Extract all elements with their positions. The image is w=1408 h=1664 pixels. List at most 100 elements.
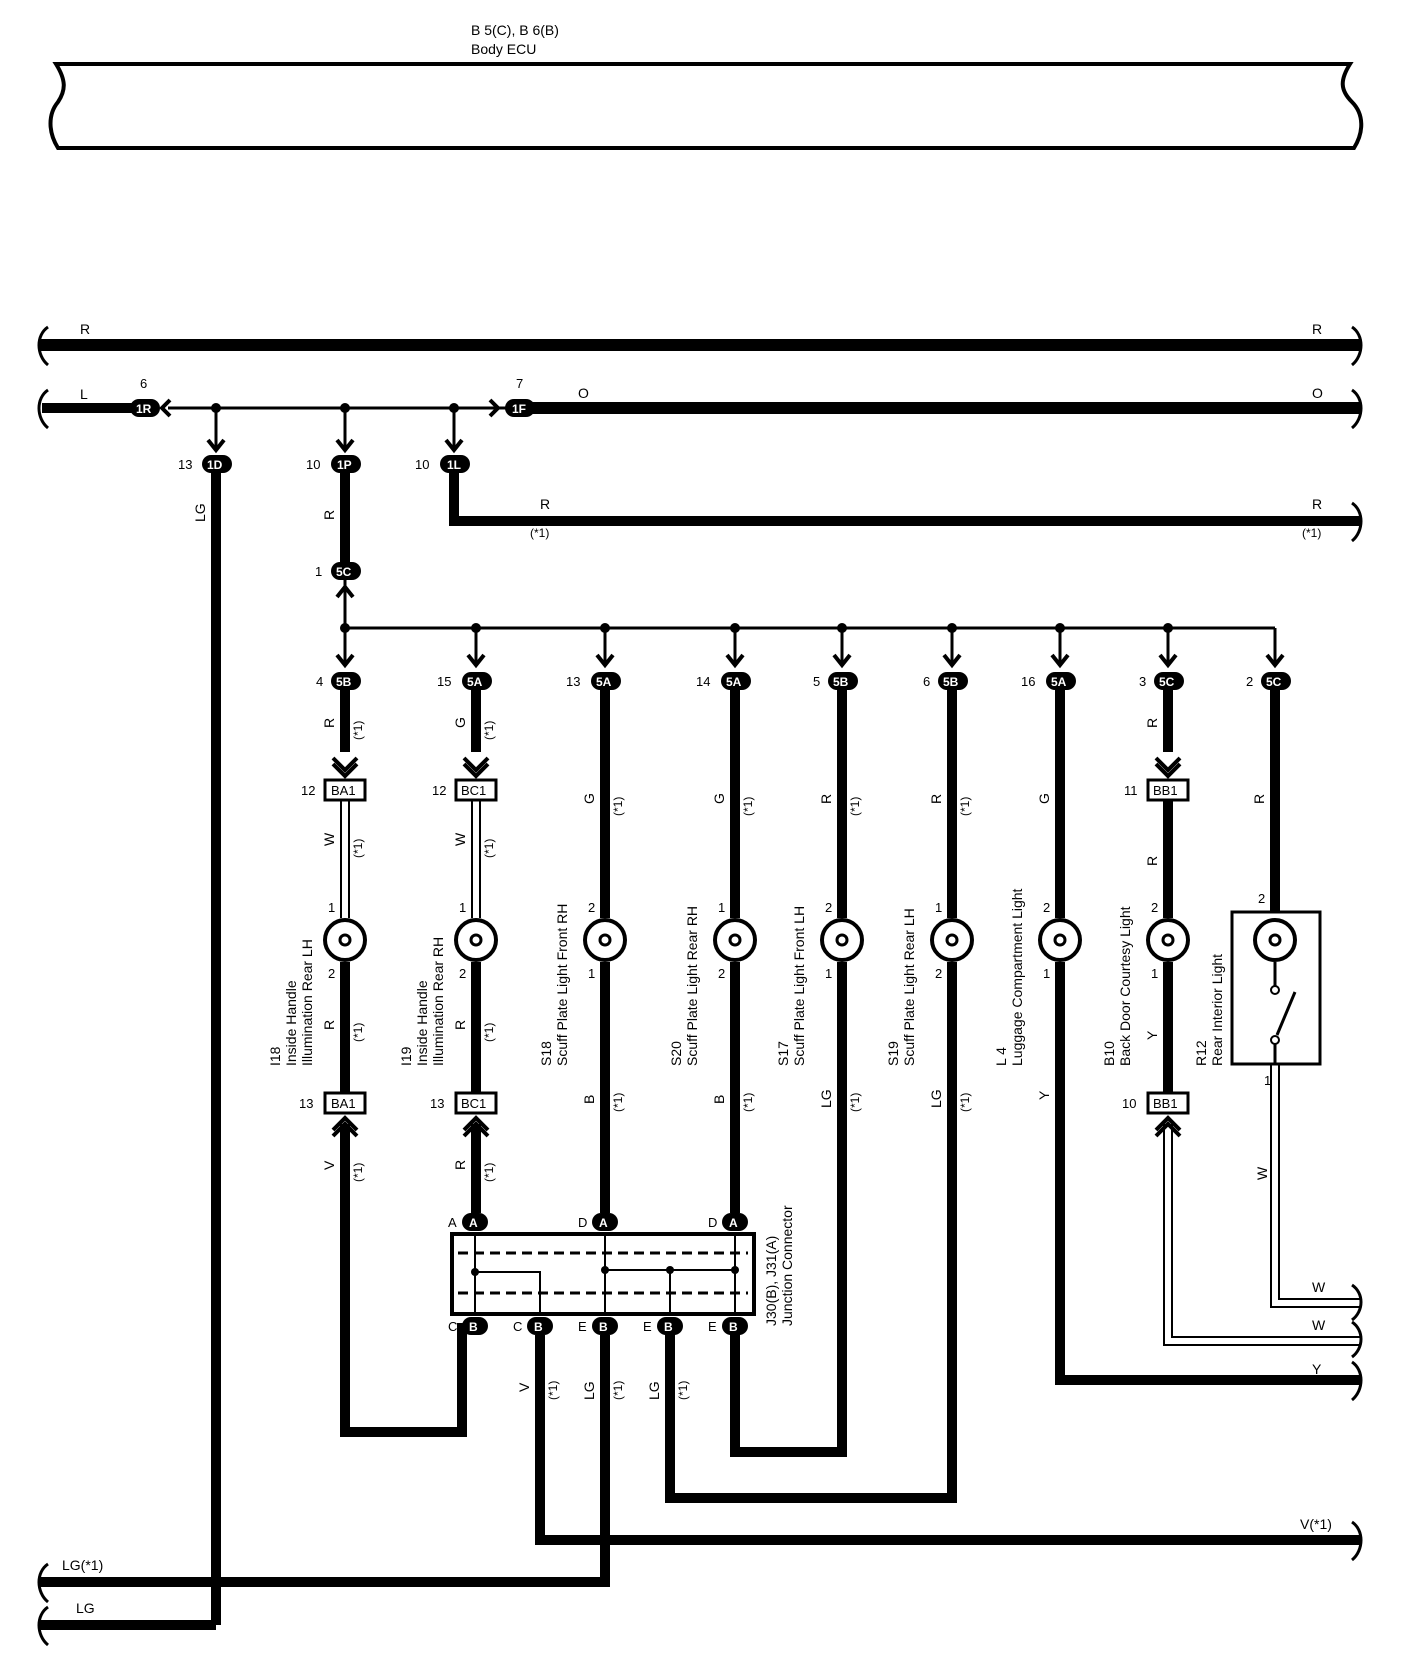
- svg-text:(*1): (*1): [351, 839, 365, 858]
- svg-text:1: 1: [718, 900, 725, 915]
- svg-text:4: 4: [316, 674, 323, 689]
- svg-text:R: R: [540, 496, 550, 512]
- svg-text:7: 7: [516, 376, 523, 391]
- svg-text:V: V: [516, 1382, 532, 1392]
- svg-text:Y: Y: [1036, 1090, 1052, 1100]
- svg-text:1: 1: [825, 966, 832, 981]
- svg-text:(*1): (*1): [351, 1023, 365, 1042]
- svg-text:(*1): (*1): [351, 721, 365, 740]
- svg-text:BC1: BC1: [461, 783, 486, 798]
- svg-text:E: E: [708, 1319, 717, 1334]
- svg-text:B10: B10: [1101, 1041, 1117, 1066]
- svg-text:Junction Connector: Junction Connector: [779, 1205, 795, 1326]
- lg-label-670: LG (*1): [646, 1381, 690, 1400]
- svg-text:Inside Handle: Inside Handle: [414, 980, 430, 1066]
- svg-text:13: 13: [566, 674, 580, 689]
- svg-text:(*1): (*1): [482, 721, 496, 740]
- svg-text:12: 12: [432, 783, 446, 798]
- junction-1F: 1F 7: [505, 376, 535, 417]
- svg-text:R: R: [1251, 794, 1267, 804]
- svg-text:W: W: [321, 832, 337, 846]
- svg-text:(*1): (*1): [546, 1381, 560, 1400]
- svg-text:(*1): (*1): [530, 526, 549, 540]
- r-bus: R R: [37, 321, 1363, 367]
- svg-text:6: 6: [140, 376, 147, 391]
- svg-text:13: 13: [178, 457, 192, 472]
- svg-text:3: 3: [1139, 674, 1146, 689]
- svg-text:(*1): (*1): [611, 1381, 625, 1400]
- svg-text:A: A: [448, 1215, 457, 1230]
- svg-text:(*1): (*1): [482, 839, 496, 858]
- svg-text:R: R: [1312, 496, 1322, 512]
- svg-text:Illumination Rear RH: Illumination Rear RH: [430, 937, 446, 1066]
- svg-text:Scuff Plate Light Front LH: Scuff Plate Light Front LH: [791, 906, 807, 1066]
- svg-text:W: W: [452, 832, 468, 846]
- svg-text:Y: Y: [1312, 1361, 1322, 1377]
- svg-text:5A: 5A: [726, 675, 742, 689]
- svg-text:1: 1: [1043, 966, 1050, 981]
- svg-text:E: E: [578, 1319, 587, 1334]
- svg-text:1: 1: [328, 900, 335, 915]
- svg-text:5B: 5B: [943, 675, 959, 689]
- svg-text:R12: R12: [1193, 1040, 1209, 1066]
- svg-text:LG: LG: [76, 1600, 95, 1616]
- svg-text:1: 1: [588, 966, 595, 981]
- svg-text:C: C: [448, 1319, 457, 1334]
- circuit-s18: G (*1) 2 1 B (*1) S18 Scuff Plate Light …: [538, 690, 627, 1213]
- svg-text:S18: S18: [538, 1041, 554, 1066]
- svg-text:5: 5: [813, 674, 820, 689]
- svg-text:2: 2: [1246, 674, 1253, 689]
- svg-text:B: B: [599, 1320, 608, 1334]
- svg-text:Scuff Plate Light Rear LH: Scuff Plate Light Rear LH: [901, 908, 917, 1066]
- svg-text:5A: 5A: [596, 675, 612, 689]
- junction-connector: AA AD AD BC BC BE BE BE J30(B), J31(A) J…: [448, 1205, 795, 1335]
- lg-vertical-label: LG: [192, 503, 208, 522]
- svg-text:B: B: [581, 1095, 597, 1104]
- svg-text:(*1): (*1): [958, 797, 972, 816]
- svg-text:R: R: [1144, 718, 1160, 728]
- svg-text:BB1: BB1: [1153, 783, 1178, 798]
- svg-text:11: 11: [1124, 783, 1138, 798]
- svg-text:Back Door Courtesy Light: Back Door Courtesy Light: [1117, 906, 1133, 1066]
- svg-text:B: B: [711, 1095, 727, 1104]
- svg-text:R: R: [928, 794, 944, 804]
- svg-text:(*1): (*1): [741, 1093, 755, 1112]
- svg-text:S20: S20: [668, 1041, 684, 1066]
- junction-1R: 1R 6: [130, 376, 160, 417]
- svg-text:16: 16: [1021, 674, 1035, 689]
- circuit-b10: R BB1 11 R 2 1 Y BB1 10 W B10 Back Door …: [1101, 690, 1360, 1346]
- svg-text:2: 2: [1151, 900, 1158, 915]
- svg-text:D: D: [708, 1215, 717, 1230]
- svg-text:14: 14: [696, 674, 710, 689]
- drop-1P: 1P 10 R 5C 1: [306, 408, 361, 628]
- svg-text:2: 2: [718, 966, 725, 981]
- svg-text:A: A: [599, 1216, 608, 1230]
- svg-text:R: R: [321, 510, 337, 520]
- splice-bus: [335, 623, 1285, 669]
- svg-text:W: W: [1312, 1279, 1326, 1295]
- svg-text:R: R: [452, 1020, 468, 1030]
- l-wire-label: L: [80, 386, 88, 402]
- svg-text:LG(*1): LG(*1): [62, 1557, 103, 1573]
- r-bus-label-right: R: [1312, 321, 1322, 337]
- svg-text:1D: 1D: [207, 458, 223, 472]
- svg-text:S19: S19: [885, 1041, 901, 1066]
- svg-text:15: 15: [437, 674, 451, 689]
- svg-text:10: 10: [1122, 1096, 1136, 1111]
- circuit-s17: R (*1) 2 1 LG (*1) S17 Scuff Plate Light…: [730, 690, 864, 1457]
- drop-1D: 1D 13 LG: [178, 408, 232, 1625]
- svg-text:1L: 1L: [447, 458, 461, 472]
- svg-text:D: D: [578, 1215, 587, 1230]
- svg-text:G: G: [1036, 793, 1052, 804]
- svg-text:R: R: [321, 1020, 337, 1030]
- svg-text:BC1: BC1: [461, 1096, 486, 1111]
- svg-text:LG: LG: [928, 1089, 944, 1108]
- circuit-s20: G (*1) 1 2 B (*1) S20 Scuff Plate Light …: [668, 690, 757, 1213]
- svg-text:LG: LG: [818, 1089, 834, 1108]
- svg-text:(*1): (*1): [958, 1093, 972, 1112]
- svg-text:C: C: [513, 1319, 522, 1334]
- svg-text:A: A: [729, 1216, 738, 1230]
- svg-text:BA1: BA1: [331, 1096, 356, 1111]
- svg-text:(*1): (*1): [482, 1163, 496, 1182]
